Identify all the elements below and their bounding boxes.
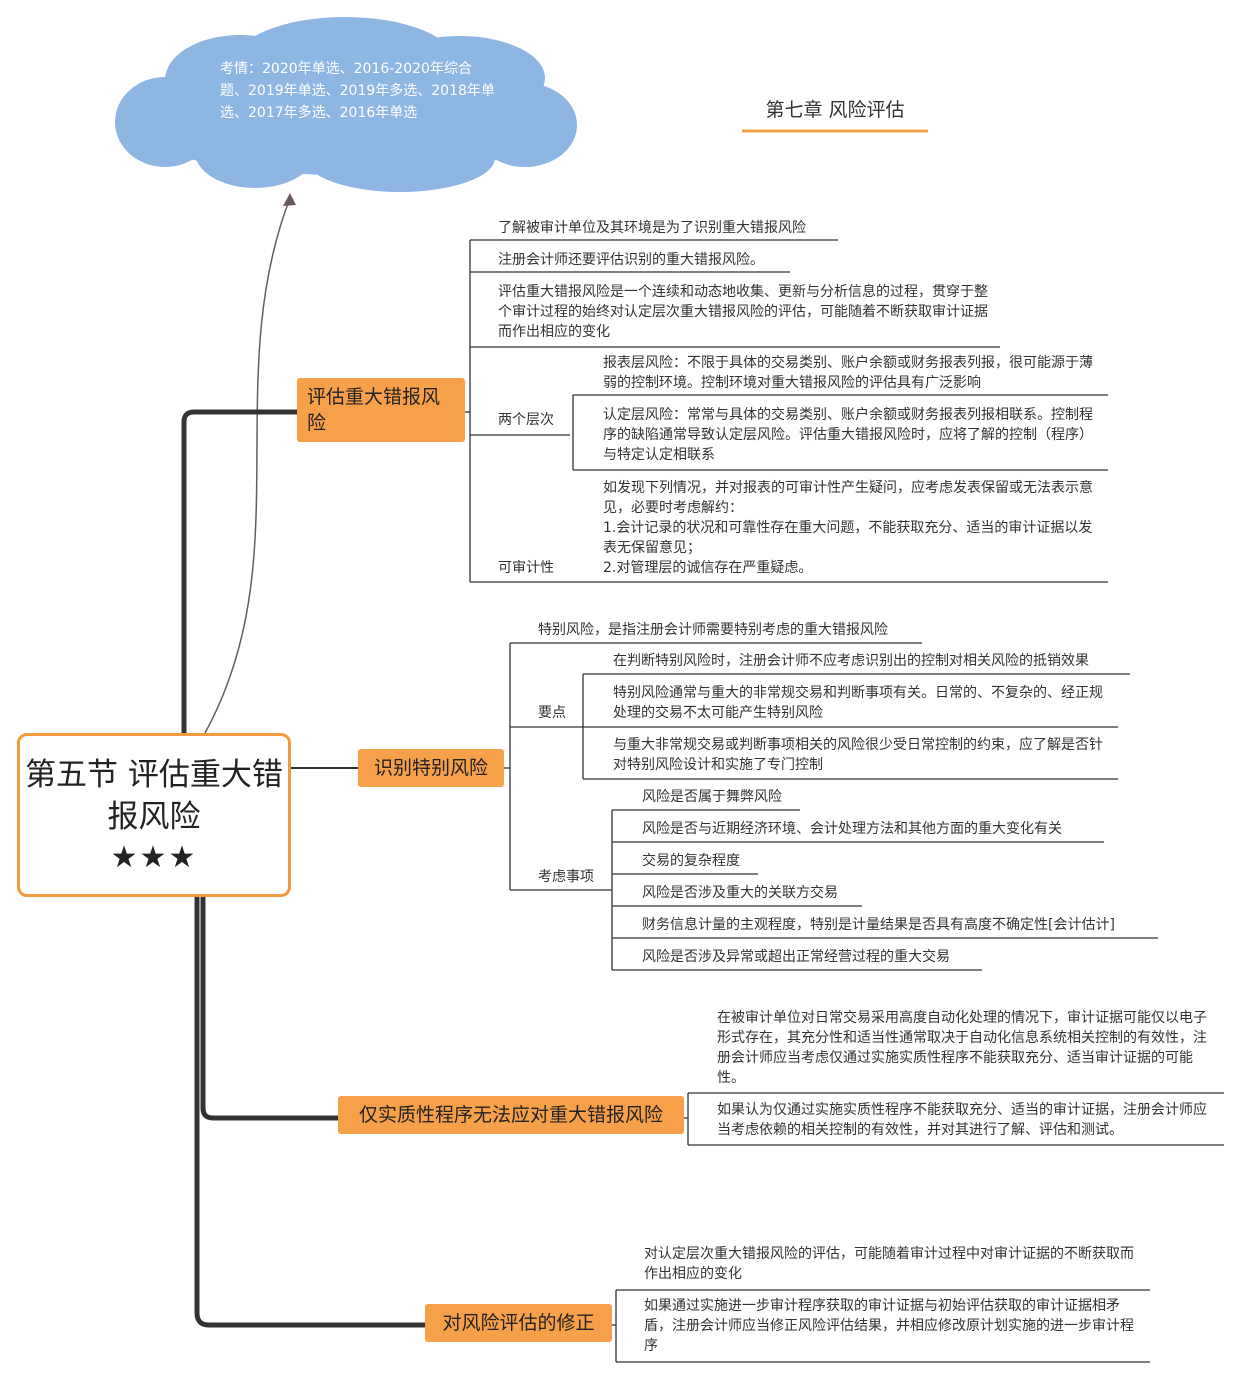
- leaf-item: 了解被审计单位及其环境是为了识别重大错报风险: [498, 220, 806, 236]
- leaf-item: 风险是否涉及重大的关联方交易: [642, 885, 838, 901]
- chapter-title: 第七章 风险评估: [765, 99, 905, 121]
- leaf-item: 在被审计单位对日常交易采用高度自动化处理的情况下，审计证据可能仅以电子形式存在，…: [717, 1010, 1207, 1086]
- root-stars: ★★★: [110, 840, 198, 875]
- branch-special-risk[interactable]: 识别特别风险: [358, 749, 504, 787]
- exam-cloud-shape: [115, 17, 577, 192]
- root-node[interactable]: 第五节 评估重大错报风险 ★★★: [17, 733, 291, 897]
- branch-substantive-only[interactable]: 仅实质性程序无法应对重大错报风险: [338, 1096, 684, 1134]
- leaf-item: 如果认为仅通过实施实质性程序不能获取充分、适当的审计证据，注册会计师应当考虑依赖…: [717, 1102, 1207, 1138]
- leaf-item: 评估重大错报风险是一个连续和动态地收集、更新与分析信息的过程，贯穿于整个审计过程…: [498, 284, 988, 340]
- leaf-item: 风险是否与近期经济环境、会计处理方法和其他方面的重大变化有关: [642, 821, 1062, 837]
- leaf-item: 认定层风险：常常与具体的交易类别、账户余额或财务报表列报相联系。控制程序的缺陷通…: [603, 407, 1093, 463]
- leaf-item: 交易的复杂程度: [642, 853, 740, 869]
- leaf-item: 在判断特别风险时，注册会计师不应考虑识别出的控制对相关风险的抵销效果: [613, 653, 1089, 669]
- leaf-item: 财务信息计量的主观程度，特别是计量结果是否具有高度不确定性[会计估计]: [642, 917, 1115, 933]
- leaf-item: 特别风险通常与重大的非常规交易和判断事项有关。日常的、不复杂的、经正规处理的交易…: [613, 685, 1103, 721]
- exam-cloud-text: 考情：2020年单选、2016-2020年综合题、2019年单选、2019年多选…: [220, 61, 495, 121]
- relation-arrow: [204, 197, 291, 734]
- leaf-item: 报表层风险：不限于具体的交易类别、账户余额或财务报表列报，很可能源于薄弱的控制环…: [603, 355, 1093, 391]
- sub-topic-considerations: 考虑事项: [538, 869, 594, 885]
- leaf-item: 特别风险，是指注册会计师需要特别考虑的重大错报风险: [538, 622, 888, 638]
- leaf-item: 注册会计师还要评估识别的重大错报风险。: [498, 252, 764, 268]
- leaf-item: 风险是否涉及异常或超出正常经营过程的重大交易: [642, 949, 950, 965]
- leaf-item: 风险是否属于舞弊风险: [642, 789, 782, 805]
- sub-topic-two-levels: 两个层次: [498, 412, 554, 428]
- root-title: 第五节 评估重大错报风险: [25, 757, 283, 835]
- leaf-item: 如果通过实施进一步审计程序获取的审计证据与初始评估获取的审计证据相矛盾，注册会计…: [644, 1298, 1134, 1354]
- sub-topic-auditability: 可审计性: [498, 560, 554, 576]
- branch-revise-assessment[interactable]: 对风险评估的修正: [425, 1304, 612, 1342]
- leaf-item: 如发现下列情况，并对报表的可审计性产生疑问，应考虑发表保留或无法表示意见，必要时…: [603, 480, 1093, 576]
- leaf-item: 与重大非常规交易或判断事项相关的风险很少受日常控制的约束，应了解是否针对特别风险…: [613, 737, 1103, 773]
- relation-arrowhead: [283, 193, 296, 206]
- sub-topic-key-points: 要点: [538, 705, 566, 721]
- branch-assess-risk[interactable]: 评估重大错报风险: [297, 378, 465, 442]
- leaf-item: 对认定层次重大错报风险的评估，可能随着审计过程中对审计证据的不断获取而作出相应的…: [644, 1246, 1134, 1282]
